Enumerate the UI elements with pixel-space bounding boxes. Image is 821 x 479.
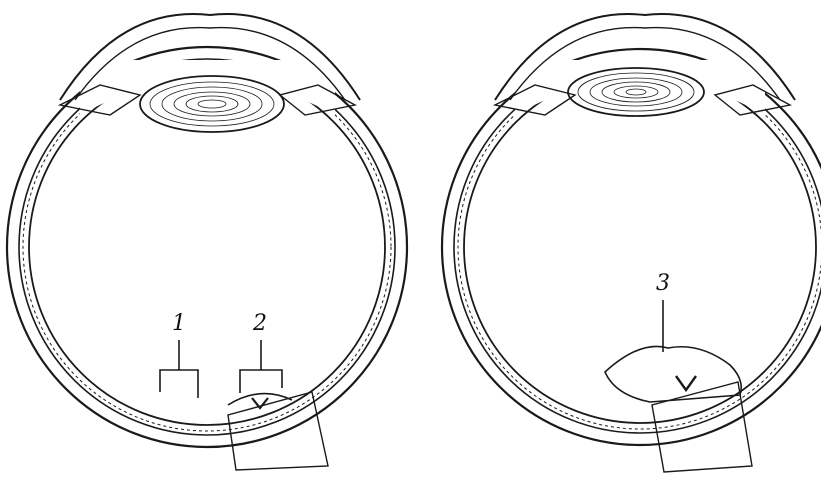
retina	[29, 69, 385, 425]
swollen-optic-disc	[605, 346, 741, 402]
callout-bracket-1	[160, 340, 198, 398]
callout-bracket-2	[240, 340, 282, 393]
right-eye-diagram: 3	[442, 14, 821, 472]
label-1: 1	[172, 311, 186, 336]
left-eye-diagram: 1 2	[7, 14, 407, 470]
label-3: 3	[656, 271, 670, 296]
label-2: 2	[252, 311, 267, 336]
optic-disc	[228, 394, 292, 405]
choroid	[19, 59, 395, 435]
retina	[464, 71, 816, 423]
